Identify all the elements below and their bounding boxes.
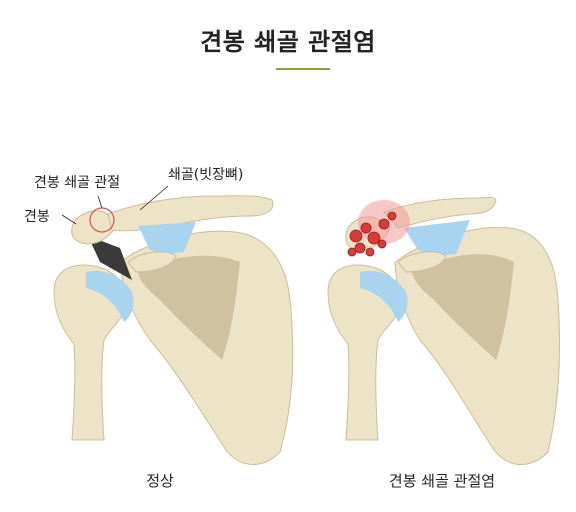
label-clavicle: 쇄골(빗장뼈) [168,167,244,183]
ac-joint-pointer [97,195,103,209]
arthritic-ligaments [404,220,470,256]
arthritic-coracoid [397,251,447,273]
label-ac-joint: 견봉 쇄골 관절 [34,175,121,191]
normal-scapula-shade [138,255,240,360]
title-underline [276,68,330,70]
page-title: 견봉 쇄골 관절염 [200,28,376,56]
arthritic-shoulder [327,197,561,465]
acromion-pointer [61,214,77,225]
caption-arthritis: 견봉 쇄골 관절염 [388,472,496,490]
arthritic-clavicle [383,197,497,229]
arthritic-scapula-shade [412,254,514,360]
arthritic-joint-cartilage [360,270,408,322]
normal-shoulder [53,185,294,465]
normal-coracoid [127,251,177,273]
normal-humerus [53,264,127,441]
normal-acromion [71,210,119,245]
caption-normal: 정상 [146,472,174,490]
normal-joint-shadow [88,236,132,280]
inflamed-ac-joint [347,211,397,257]
clavicle-pointer [139,185,169,211]
normal-joint-cartilage [86,270,134,322]
label-acromion: 견봉 [24,209,50,225]
arthritic-humerus [327,264,401,441]
normal-ligaments [138,222,196,254]
